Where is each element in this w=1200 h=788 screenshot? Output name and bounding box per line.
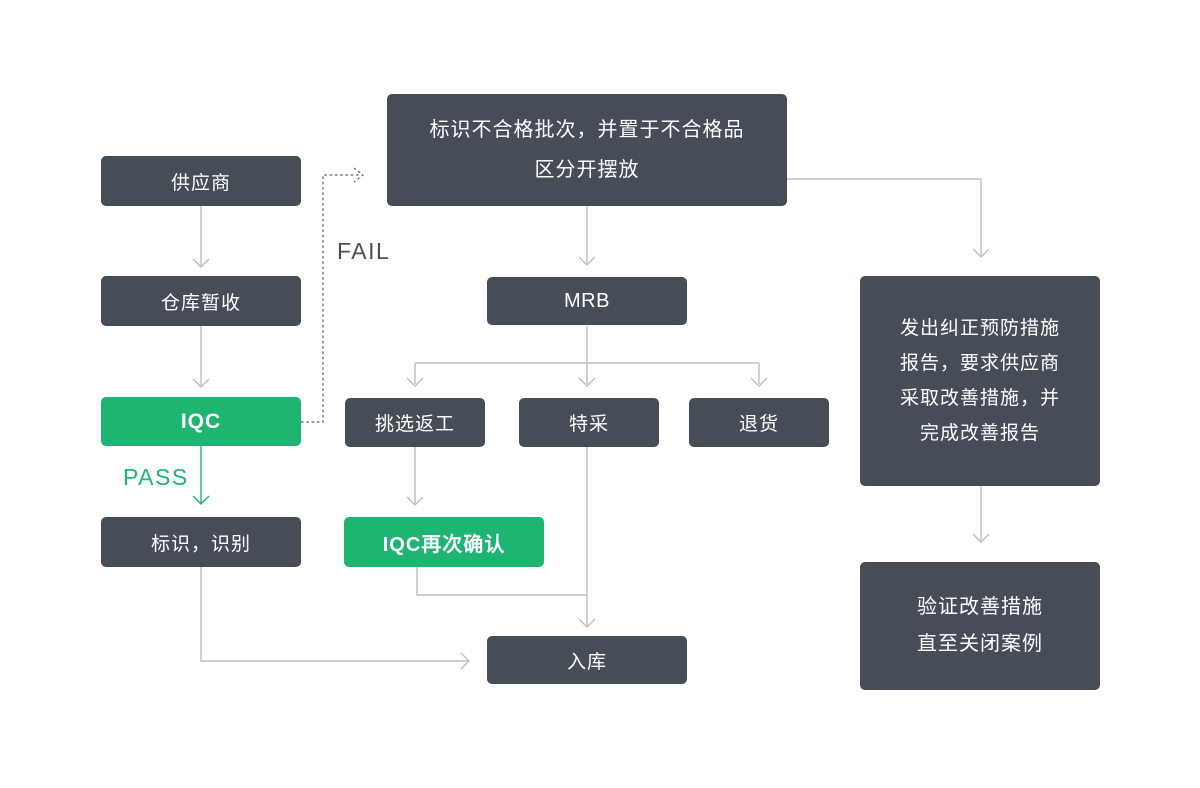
edge-iqc-fail-to-nonconforming xyxy=(301,167,364,423)
edge-recheck-join xyxy=(416,567,587,596)
node-warehouse-receive: 仓库暂收 xyxy=(101,276,301,326)
edge-special-to-warehousein xyxy=(578,447,596,628)
edge-iqc-pass-to-mark xyxy=(192,446,210,505)
edge-label-pass: PASS xyxy=(123,464,189,490)
edge-nonconforming-to-mrb xyxy=(578,206,596,266)
node-verify-close: 验证改善措施 直至关闭案例 xyxy=(860,562,1100,690)
node-special-acceptance: 特采 xyxy=(519,398,659,447)
node-supplier: 供应商 xyxy=(101,156,301,206)
node-return-goods: 退货 xyxy=(689,398,829,447)
node-nonconforming-area: 标识不合格批次，并置于不合格品 区分开摆放 xyxy=(387,94,787,206)
edge-warehouse-to-iqc xyxy=(192,326,210,388)
edge-label-fail: FAIL xyxy=(337,238,391,264)
edge-supplier-to-warehouse xyxy=(192,206,210,268)
node-iqc-recheck: IQC再次确认 xyxy=(344,517,544,567)
node-iqc: IQC xyxy=(101,397,301,446)
node-mrb: MRB xyxy=(487,277,687,325)
node-warehouse-in: 入库 xyxy=(487,636,687,684)
node-capa-report: 发出纠正预防措施 报告，要求供应商 采取改善措施，并 完成改善报告 xyxy=(860,276,1100,486)
edge-nonconforming-to-capa xyxy=(787,178,990,258)
edge-sort-to-recheck xyxy=(406,447,424,506)
node-sort-rework: 挑选返工 xyxy=(345,398,485,447)
edge-capa-to-verify xyxy=(972,486,990,543)
edge-mark-to-warehousein xyxy=(200,567,470,670)
node-mark-identify: 标识，识别 xyxy=(101,517,301,567)
edge-mrb-branches xyxy=(406,326,768,387)
